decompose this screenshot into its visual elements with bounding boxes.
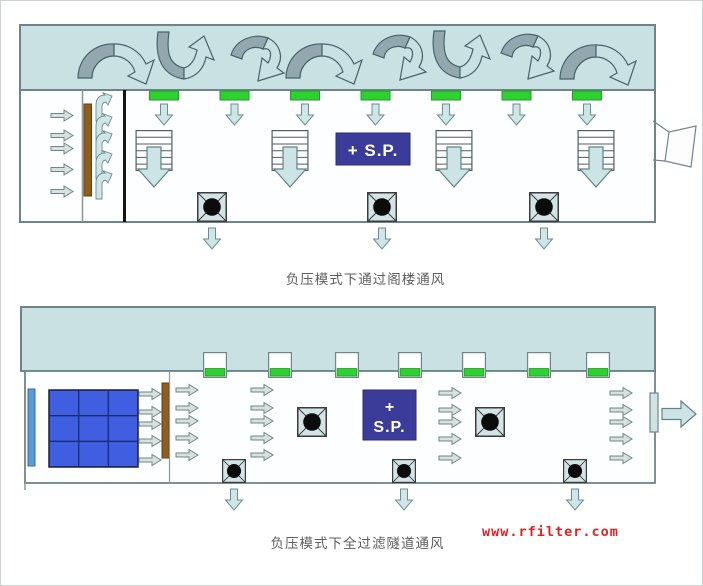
caption-attic-ventilation: 负压模式下通过阁楼通风 (285, 272, 446, 287)
down-arrow-icon (373, 227, 391, 250)
sp-plus-label: + (385, 399, 394, 416)
static-pressure-box: + S.P. (362, 389, 417, 441)
filter-bank (48, 389, 139, 468)
sp-label: + S.P. (348, 141, 399, 160)
ceiling-vent-icon (431, 90, 461, 101)
outlet-tab (649, 392, 659, 433)
fan-icon (197, 192, 227, 222)
down-arrow-icon (395, 488, 413, 511)
diagram-attic-ventilation: + S.P. (19, 24, 697, 250)
down-arrow-icon (203, 227, 221, 250)
ceiling-vent-icon (572, 90, 602, 101)
inlet-vent-box-icon (335, 352, 359, 378)
filter-bank-grid (48, 389, 139, 468)
ceiling-vent-icon (290, 90, 320, 101)
filter-grid-lines (49, 390, 138, 467)
inlet-vent-box-icon (268, 352, 292, 378)
fan-icon (562, 459, 588, 483)
inlet-vent-box-icon (203, 352, 227, 378)
fan-icon (392, 459, 416, 483)
down-arrow-icon (225, 488, 243, 511)
fan-icon (529, 192, 559, 222)
inlet-vent-box-icon (398, 352, 422, 378)
fan-icon (367, 192, 397, 222)
big-right-arrow-icon (661, 400, 697, 428)
ceiling-vent-icon (360, 90, 391, 101)
diagram-tunnel-ventilation: + S.P. (20, 306, 697, 511)
inlet-vent-box-icon (526, 352, 552, 378)
ceiling-vent-icon (219, 90, 250, 101)
down-arrow-icon (535, 227, 553, 250)
fan-icon (297, 407, 327, 437)
louver-bar (83, 103, 92, 197)
ceiling-vent-icon (501, 90, 532, 101)
sp-box-background (335, 132, 411, 166)
static-pressure-box: + S.P. (335, 132, 411, 166)
website-watermark-link[interactable]: www.rfilter.com (482, 524, 619, 540)
louver-bar (161, 382, 170, 459)
inlet-vent-box-icon (462, 352, 486, 378)
sp-label: S.P. (373, 419, 405, 436)
fan-icon (222, 459, 246, 483)
sp-box-background (362, 389, 417, 441)
ceiling-inlet-vents (149, 90, 602, 101)
inlet-opening-bar (27, 388, 36, 467)
down-arrow-icon (566, 488, 584, 511)
caption-tunnel-ventilation: 负压模式下全过滤隧道通风 (270, 536, 445, 551)
ceiling-vent-icon (149, 90, 179, 101)
outlet (649, 392, 697, 433)
inlet-vent-box-icon (585, 352, 611, 378)
exhaust-cone-icon (652, 120, 697, 168)
fan-icon (475, 407, 505, 437)
